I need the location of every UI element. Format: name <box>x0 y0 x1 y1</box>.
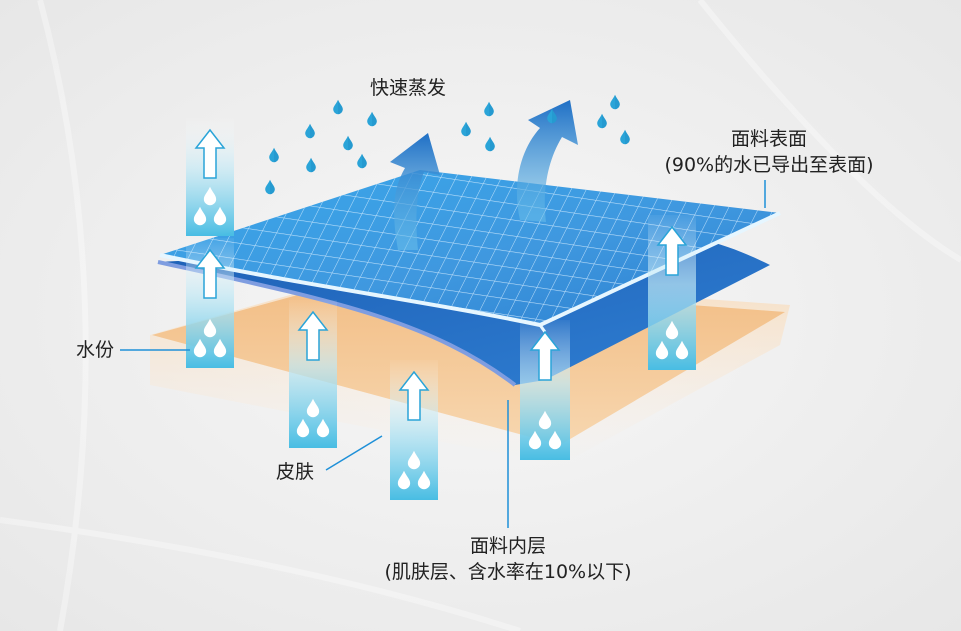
up-arrow-icon <box>529 330 561 381</box>
moisture-column-left <box>186 238 234 368</box>
label-inner-note: (肌肤层、含水率在10%以下) <box>384 561 632 583</box>
up-arrow-icon <box>398 370 430 421</box>
evaporation-arrows <box>390 100 578 250</box>
up-arrow-icon <box>194 248 226 299</box>
moisture-column-mid <box>390 360 438 500</box>
label-surface-title: 面料表面 <box>730 128 807 150</box>
leader-line-skin <box>325 435 383 471</box>
moisture-column-right <box>648 215 696 370</box>
label-surface-note: (90%的水已导出至表面) <box>664 154 874 176</box>
leader-lines <box>120 180 766 528</box>
label-inner-title: 面料内层 <box>469 535 546 557</box>
moisture-column-mid-right <box>520 320 570 460</box>
evaporation-arrow-icon <box>390 133 440 250</box>
label-skin: 皮肤 <box>276 461 315 483</box>
label-moisture: 水份 <box>76 339 115 361</box>
up-arrow-icon <box>194 128 226 179</box>
up-arrow-icon <box>297 310 329 361</box>
up-arrow-icon <box>656 225 688 276</box>
evaporation-arrow-icon <box>516 100 578 222</box>
moisture-column-mid-left <box>289 300 337 448</box>
label-evaporation: 快速蒸发 <box>370 77 447 99</box>
moisture-column-top-left <box>186 118 234 236</box>
